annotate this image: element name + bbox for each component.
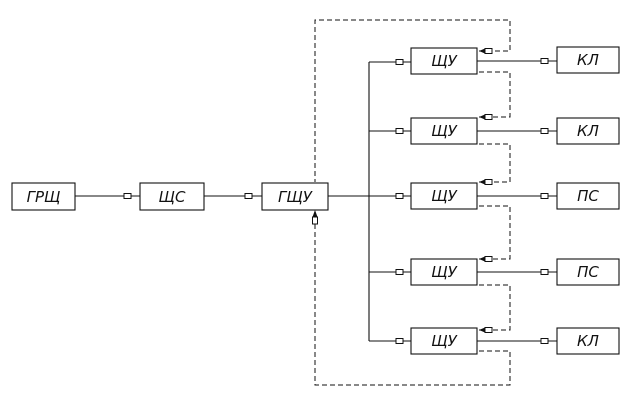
terminal-icon [540,338,549,344]
block-shu-2: ЩУ [410,117,478,145]
arrow-left-icon [479,48,485,54]
block-shu-3-label: ЩУ [431,187,457,205]
block-load-3: ПС [556,182,620,210]
block-load-1-label: КЛ [577,51,599,69]
terminal-icon [244,193,253,199]
arrow-up-icon [312,210,318,217]
bus-branches [369,61,411,342]
load-lines [477,60,557,342]
terminal-icon [395,338,404,344]
block-shu-4-label: ЩУ [431,263,457,281]
block-load-2: КЛ [556,117,620,145]
terminal-icon [540,269,549,275]
control-arrows [312,48,485,333]
terminal-icon [484,179,493,185]
block-load-4: ПС [556,258,620,286]
terminal-icon [484,114,493,120]
block-load-5-label: КЛ [577,332,599,350]
block-grsch: ГРЩ [11,182,76,211]
terminal-icon [484,48,493,54]
terminal-icon [395,269,404,275]
block-shs: ЩС [139,182,205,211]
block-shu-3: ЩУ [410,182,478,210]
block-load-5: КЛ [556,327,620,355]
block-grsch-label: ГРЩ [27,188,61,206]
arrow-left-icon [479,114,485,120]
arrow-left-icon [479,179,485,185]
block-shs-label: ЩС [159,188,186,206]
block-shu-4: ЩУ [410,258,478,286]
block-shu-5-label: ЩУ [431,332,457,350]
block-gshu: ГЩУ [261,182,329,211]
control-loop-dashed [314,19,511,386]
terminal-icon [484,256,493,262]
terminal-icon [484,327,493,333]
terminal-icon [123,193,132,199]
block-shu-2-label: ЩУ [431,122,457,140]
terminal-icon [395,59,404,65]
block-gshu-label: ГЩУ [278,188,313,206]
block-load-3-label: ПС [577,187,599,205]
arrow-left-icon [479,327,485,333]
terminal-icon [540,58,549,64]
arrow-left-icon [479,256,485,262]
block-shu-1-label: ЩУ [431,52,457,70]
block-shu-1: ЩУ [410,47,478,75]
terminal-icon [540,193,549,199]
terminal-icon [395,193,404,199]
block-load-2-label: КЛ [577,122,599,140]
terminal-icon [395,128,404,134]
terminal-icon [540,128,549,134]
block-load-4-label: ПС [577,263,599,281]
terminal-icon [312,216,318,225]
block-load-1: КЛ [556,46,620,74]
block-shu-5: ЩУ [410,327,478,355]
